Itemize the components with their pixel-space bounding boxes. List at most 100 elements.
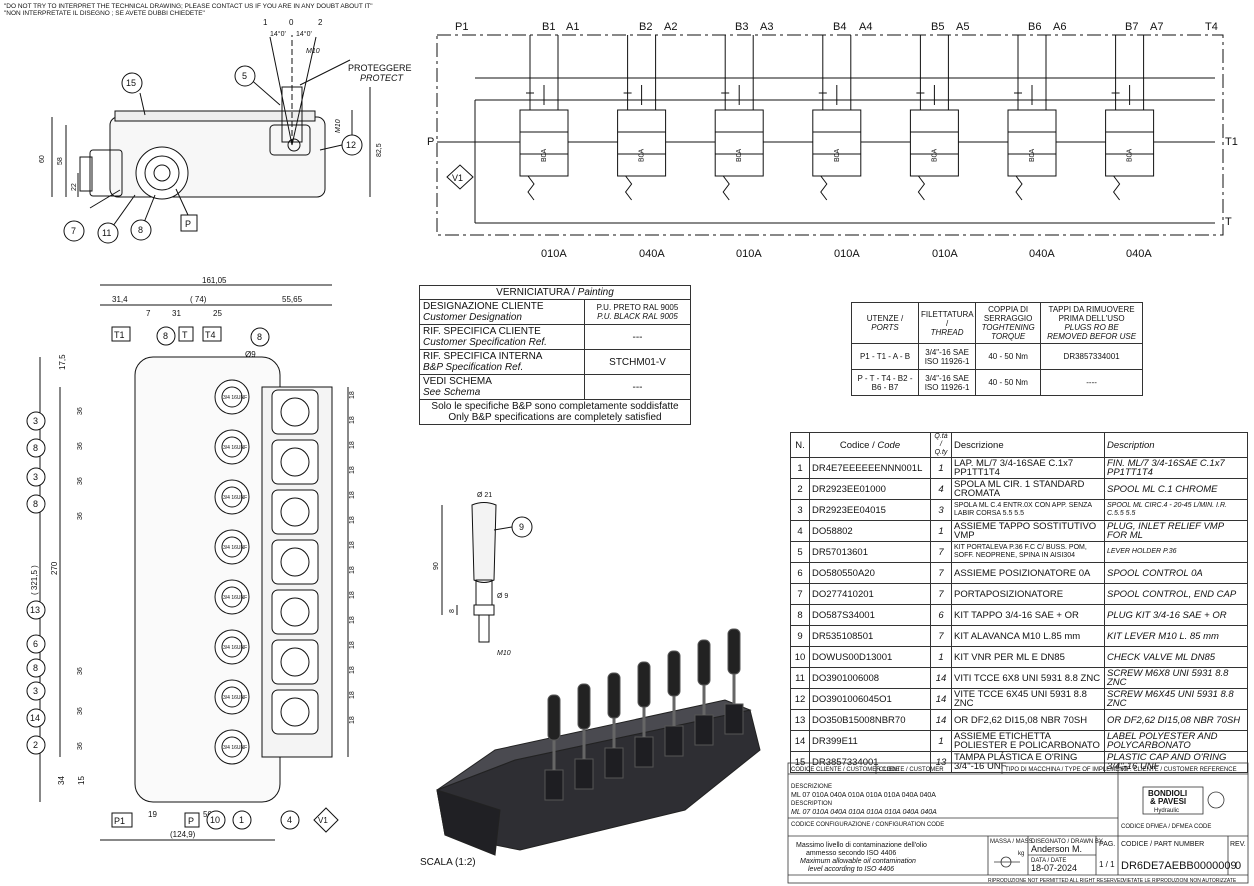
front-section-5: 3/4 16UNF [214,579,319,635]
callout-3c: 3 [33,686,38,696]
dim-right-18: 18 [349,491,356,499]
spool-code-7: 040A [1126,248,1152,260]
leader-12 [319,144,343,151]
callout-13-circle [26,600,46,620]
bom-cell-desc-it: KIT TAPPO 3/4-16 SAE + OR [951,604,1105,626]
spool-label: B0A [541,148,548,162]
lever-housing [269,124,311,156]
bom-cell-code: DO3901006008 [809,667,931,689]
iso-lever-knob [667,650,681,697]
ports-r2-ports: P - T - T4 - B2 - B6 - B7 [851,369,919,396]
ports-h1-en: THREAD [930,327,964,337]
callout-15: 15 [126,78,136,88]
lever-shaft [475,579,493,606]
spool-spring-icon [818,85,838,105]
tb-desc-label-en: DESCRIPTION [791,801,832,807]
bom-header-code: Codice / Code [809,432,931,458]
iso-lever-boot [724,703,744,735]
bom-cell-desc-it: ASSIEME TAPPO SOSTITUTIVO VMP [951,520,1105,542]
dim-dia9-top: Ø9 [245,350,256,359]
front-section-8: 3/4 16UNF [214,729,250,765]
leader-p [175,188,189,216]
tb-desc-label: DESCRIZIONE [791,784,832,790]
bom-cell-n: 12 [790,688,810,710]
port-t4: T4 [1205,21,1218,33]
painting-row-2-en: Customer Specification Ref. [423,337,547,348]
ports-r1-thread2: ISO 11926-1 [924,356,970,366]
bom-cell-desc-it: SPOLA ML C.4 ENTR.0X CON APP. SENZA LABI… [951,499,1105,521]
bom-cell-n: 2 [790,478,810,500]
bom-cell-desc-it: KIT PORTALEVA P.36 F.C C/ BUSS. POM, SOF… [951,541,1105,563]
spool-section-5: B0A [909,35,959,201]
callout-6-circle [26,634,46,654]
tb-contam-en2: level according to ISO 4406 [808,866,894,873]
front-port-inner [221,686,243,708]
front-cap [271,539,319,585]
housing-top-rim [114,110,316,122]
spool-spring-icon [721,85,740,105]
ports-header-ports: UTENZE /PORTS [851,302,919,344]
callout-3a-circle [26,411,46,431]
callout-pb-box [184,812,200,828]
callout-9: 9 [519,522,524,532]
spool-section-7: B0A [1105,35,1155,201]
front-cap-circle [280,497,310,527]
dim-left-36: 36 [77,707,84,715]
ports-h3-it: TAPPI DA RIMUOVERE PRIMA DELL'USO [1048,305,1135,323]
spool-body [1007,109,1057,177]
spool-spring-icon [1014,85,1033,105]
bom-cell-code: DR535108501 [809,625,931,647]
brand-name-3: Hydraulic [1154,808,1179,814]
side-view: 1 0 2 14°0' 14°0' M10 PROTEGGERE PROTECT… [39,18,412,244]
callout-15-circle [121,72,143,94]
lever-knob [471,502,497,583]
front-port-thread: 3/4 16UNF [223,495,247,501]
front-port-inner [221,386,243,408]
bom-cell-code: DOWUS00D13001 [809,646,931,668]
front-callouts: T1 8 T T4 8 3 8 3 8 13 6 8 3 14 2 P1 P 1… [26,326,339,833]
bom-cell-qty: 4 [930,478,952,500]
callout-11: 11 [102,228,111,238]
callout-8d: 8 [33,499,38,509]
painting-row-1-v2: P.U. BLACK RAL 9005 [597,312,678,321]
bom-cell-qty: 7 [930,562,952,584]
bom-cell-code: DO350B15008NBR70 [809,709,931,731]
ports-table: UTENZE /PORTS FILETTATURA /THREAD COPPIA… [851,302,1143,396]
bom-cell-qty: 1 [930,457,952,479]
front-cap [271,489,319,535]
dim-text-34: 34 [57,776,66,785]
iso-lever-boot [634,736,654,768]
bom-cell-n: 3 [790,499,810,521]
dim-text-74: ( 74) [190,295,207,304]
bom-cell-desc-it: SPOLA ML CIR. 1 STANDARD CROMATA [951,478,1105,500]
callout-3c-circle [26,681,46,701]
bom-cell-n: 14 [790,730,810,752]
protect-it: PROTEGGERE [348,63,412,73]
painting-row-3-v1: STCHM01-V [584,349,691,375]
callout-p1-box [111,812,133,828]
dim-right-18: 18 [349,566,356,574]
bom-cell-desc-en: SCREW M6X8 UNI 5931 8.8 ZNC [1104,667,1248,689]
bom-cell-code: DR4E7EEEEEENNN001L [809,457,931,479]
callout-14-circle [26,708,46,728]
front-cap [271,639,319,685]
callout-t-box [178,326,194,342]
port-p-circle [135,146,189,200]
callout-4-circle [280,810,300,830]
bom-cell-qty: 14 [930,667,952,689]
front-port-circle [214,629,250,665]
port-t1: T1 [1225,136,1238,148]
dim-text-1249: (124,9) [170,830,196,839]
spool-detent-icon [624,175,633,201]
callout-p-box [180,214,198,232]
callout-8e: 8 [33,663,38,673]
tb-client-code: CODICE CLIENTE / CUSTOMER CODE [791,767,900,773]
ports-r2-plugs: ---- [1040,369,1143,396]
